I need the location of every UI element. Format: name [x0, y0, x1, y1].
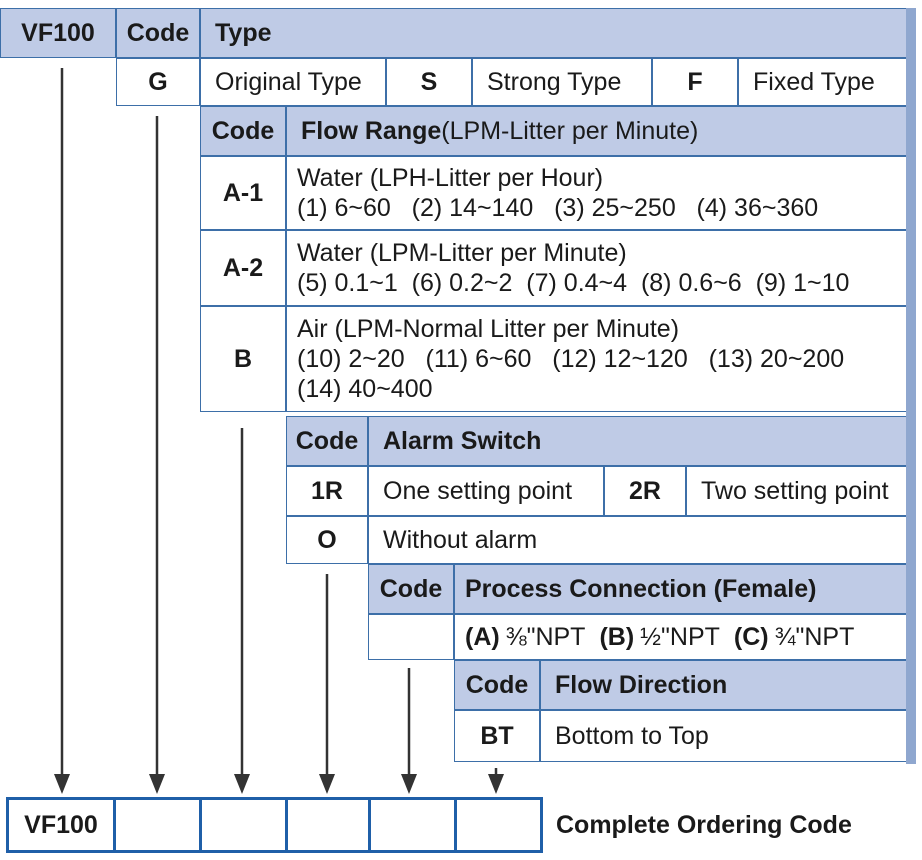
model-header: VF100 — [0, 8, 116, 58]
flow-desc-a1: Water (LPH-Litter per Hour) (1) 6~60 (2)… — [286, 156, 908, 230]
arrowhead-flow — [234, 774, 250, 794]
arrowhead-connection — [401, 774, 417, 794]
flow-code-header: Code — [200, 106, 286, 156]
arrowhead-model — [54, 774, 70, 794]
flow-range-header: Flow Range (LPM-Litter per Minute) — [286, 106, 908, 156]
alarm-code-o: O — [286, 516, 368, 564]
alarm-label-without: Without alarm — [368, 516, 908, 564]
connection-label-b: ½"NPT — [640, 622, 720, 651]
connection-code-b: (B) — [599, 622, 635, 651]
flow-desc-b: Air (LPM-Normal Litter per Minute) (10) … — [286, 306, 908, 412]
connection-code-blank — [368, 614, 454, 660]
flow-b-line2: (10) 2~20 (11) 6~60 (12) 12~120 (13) 20~… — [297, 345, 845, 373]
flow-code-b: B — [200, 306, 286, 412]
flow-a1-line1: Water (LPH-Litter per Hour) — [297, 164, 604, 192]
ordering-box-direction[interactable] — [454, 797, 543, 853]
connection-code-header: Code — [368, 564, 454, 614]
flow-b-line1: Air (LPM-Normal Litter per Minute) — [297, 315, 680, 343]
connection-header: Process Connection (Female) — [454, 564, 908, 614]
connection-options: (A) ⅜"NPT (B) ½"NPT (C) ¾"NPT — [454, 614, 908, 660]
flow-a2-line1: Water (LPM-Litter per Minute) — [297, 239, 627, 267]
ordering-box-alarm[interactable] — [285, 797, 371, 853]
flow-range-unit: (LPM-Litter per Minute) — [441, 116, 699, 145]
direction-code-bt: BT — [454, 710, 540, 762]
flow-range-title: Flow Range — [301, 116, 442, 145]
flow-a2-line2: (5) 0.1~1 (6) 0.2~2 (7) 0.4~4 (8) 0.6~6 … — [297, 269, 850, 297]
connection-label-a: ⅜"NPT — [505, 622, 586, 651]
connection-code-a: (A) — [465, 622, 500, 651]
alarm-code-1r: 1R — [286, 466, 368, 516]
type-label-fixed: Fixed Type — [738, 58, 908, 106]
direction-label-bt: Bottom to Top — [540, 710, 908, 762]
alarm-label-two: Two setting point — [686, 466, 908, 516]
arrowhead-type — [149, 774, 165, 794]
alarm-header: Alarm Switch — [368, 416, 908, 466]
type-code-g: G — [116, 58, 200, 106]
flow-b-line3: (14) 40~400 — [297, 375, 433, 403]
type-header: Type — [200, 8, 908, 58]
ordering-box-type[interactable] — [113, 797, 202, 853]
flow-desc-a2: Water (LPM-Litter per Minute) (5) 0.1~1 … — [286, 230, 908, 306]
type-label-original: Original Type — [200, 58, 386, 106]
ordering-box-model: VF100 — [6, 797, 116, 853]
arrowhead-direction — [488, 774, 504, 794]
type-label-strong: Strong Type — [472, 58, 652, 106]
connection-code-c: (C) — [733, 622, 769, 651]
alarm-code-2r: 2R — [604, 466, 686, 516]
alarm-code-header: Code — [286, 416, 368, 466]
arrowhead-alarm — [319, 774, 335, 794]
ordering-label: Complete Ordering Code — [556, 810, 852, 839]
flow-a1-line2: (1) 6~60 (2) 14~140 (3) 25~250 (4) 36~36… — [297, 194, 819, 222]
table-right-edge — [906, 8, 916, 764]
connection-label-c: ¾"NPT — [774, 622, 855, 651]
direction-code-header: Code — [454, 660, 540, 710]
ordering-box-flow[interactable] — [199, 797, 288, 853]
type-code-f: F — [652, 58, 738, 106]
type-code-s: S — [386, 58, 472, 106]
ordering-box-connection[interactable] — [368, 797, 457, 853]
flow-code-a1: A-1 — [200, 156, 286, 230]
flow-code-a2: A-2 — [200, 230, 286, 306]
alarm-label-one: One setting point — [368, 466, 604, 516]
type-code-header: Code — [116, 8, 200, 58]
direction-header: Flow Direction — [540, 660, 908, 710]
